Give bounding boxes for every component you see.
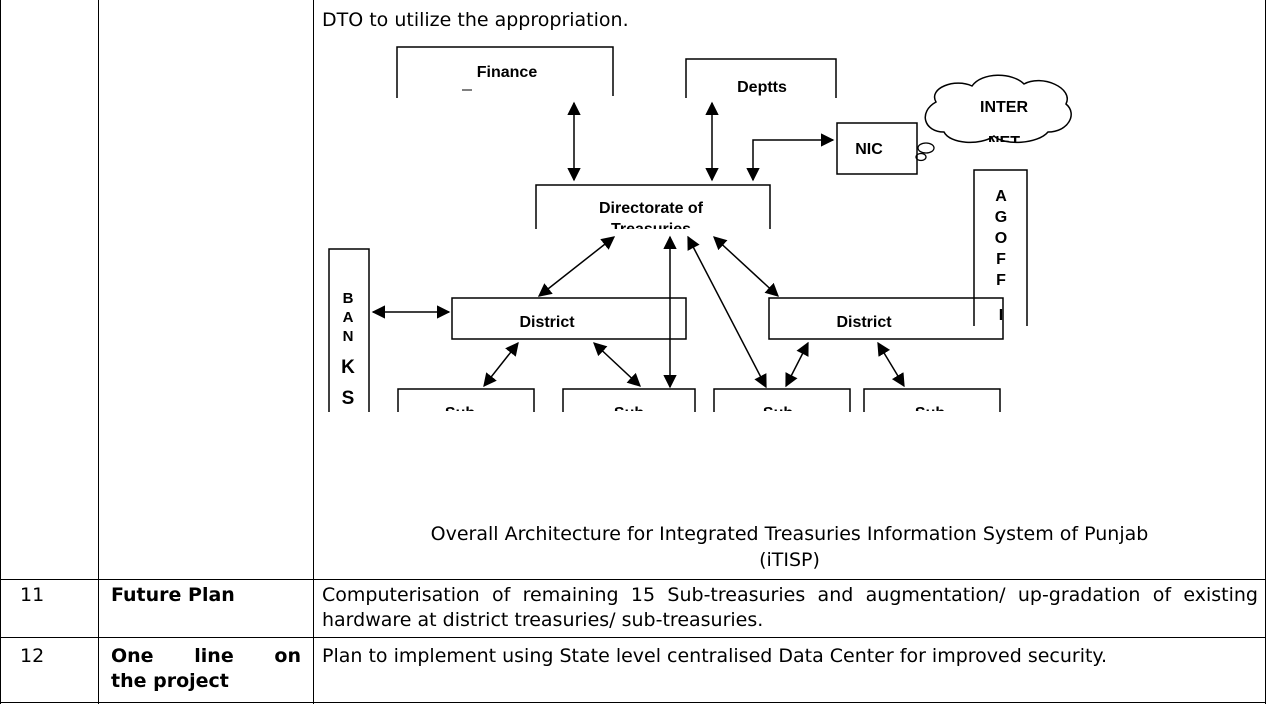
banks-box: B A N K S: [328, 248, 370, 412]
subtreasury-box-2: Sub: [562, 388, 696, 422]
nic-box: NIC: [836, 122, 918, 175]
subtreasury-box-1: Sub: [397, 388, 535, 422]
table-row-divider-2: [0, 637, 1266, 638]
arrow-directorate-district-left: [537, 236, 616, 297]
internet-label-clipped: NET: [988, 134, 1020, 151]
directorate-label: Directorate of: [599, 200, 704, 217]
finance-box: Finance: [396, 46, 614, 98]
arrow-directorate-subtreasury-3: [687, 235, 767, 389]
row-11-title: Future Plan: [111, 584, 235, 606]
district-left-label: District: [519, 314, 575, 331]
diagram-caption-line2: (iTISP): [759, 549, 820, 571]
subtreasury-box-3: Sub: [713, 388, 851, 422]
row-11-number: 11: [20, 584, 45, 606]
ag-letter-6: I: [999, 307, 1003, 324]
subtreasury-2-label: Sub: [614, 405, 644, 422]
directorate-label-clipped: Treasuries: [611, 221, 691, 238]
subtreasury-4-label: Sub: [915, 405, 945, 422]
subtreasury-1-label: Sub: [445, 405, 475, 422]
subtreasury-3-label: Sub: [763, 405, 793, 422]
arrow-district-left-sub2: [593, 342, 641, 387]
internet-label: INTER: [980, 99, 1028, 116]
row-12-number: 12: [20, 645, 45, 667]
district-box-left: District: [451, 297, 687, 340]
ag-letter-4: F: [996, 251, 1006, 268]
directorate-box: Directorate of Treasuries: [535, 184, 771, 238]
arrow-directorate-nic: [746, 133, 835, 182]
diagram-arrows: [371, 101, 905, 389]
district-right-label: District: [836, 314, 892, 331]
banks-letter-2: A: [343, 309, 354, 326]
diagram-caption-line1: Overall Architecture for Integrated Trea…: [430, 523, 1149, 545]
arrow-district-right-sub4: [877, 341, 905, 388]
finance-label: Finance: [477, 64, 538, 81]
row-11-content: Computerisation of remaining 15 Sub-trea…: [322, 584, 1258, 631]
table-row-divider-1: [0, 579, 1266, 580]
banks-letter-1: B: [343, 290, 354, 307]
depts-box: Deptts: [685, 58, 837, 98]
district-box-right: District: [768, 297, 1004, 340]
ag-letter-5: F: [996, 272, 1006, 289]
ag-letter-3: O: [995, 230, 1007, 247]
intro-text: DTO to utilize the appropriation.: [322, 9, 629, 31]
table-col-divider-1: [98, 0, 99, 704]
table-border-right: [1265, 0, 1266, 704]
arrow-district-left-sub1: [483, 341, 519, 388]
arrow-directorate-district-right: [713, 236, 779, 297]
ag-letter-1: A: [995, 188, 1007, 205]
ag-office-box: A G O F F I: [973, 169, 1028, 326]
table-col-divider-2: [313, 0, 314, 704]
arrow-district-right-sub3: [785, 341, 809, 388]
row-12-content: Plan to implement using State level cent…: [322, 645, 1108, 667]
row-12-title-text: One line on: [111, 645, 301, 667]
row-12-title-line2: the project: [111, 670, 229, 692]
subtreasury-box-4: Sub: [863, 388, 1001, 422]
internet-cloud: INTER NET: [915, 74, 1072, 162]
table-border-left: [0, 0, 1, 704]
nic-label: NIC: [855, 141, 883, 158]
banks-letter-4: K: [341, 357, 355, 378]
banks-letter-5: S: [342, 388, 355, 409]
table-border-bottom: [0, 702, 1266, 703]
row-12-title-line1: One line on: [111, 644, 301, 669]
banks-letter-3: N: [343, 328, 354, 345]
depts-label: Deptts: [737, 79, 787, 96]
ag-letter-2: G: [995, 209, 1007, 226]
